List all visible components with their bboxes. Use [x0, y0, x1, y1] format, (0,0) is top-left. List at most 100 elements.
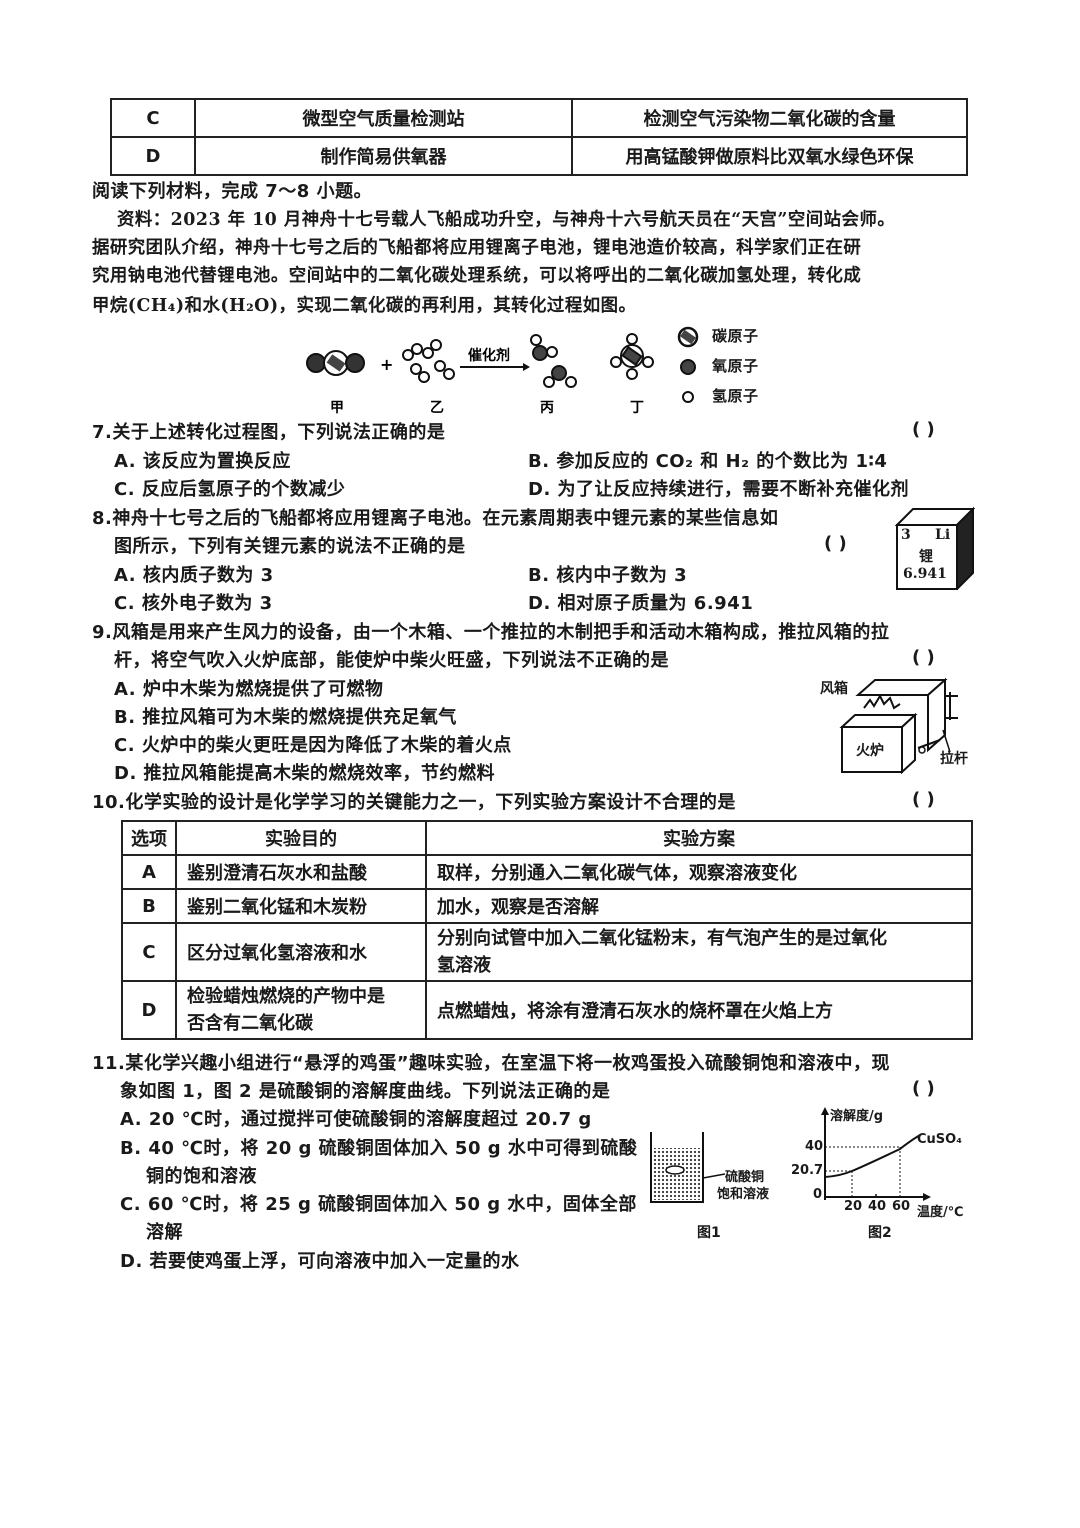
lithium-element-card: 3 Li 锂 6.941 [894, 505, 976, 592]
row-purpose: 鉴别澄清石灰水和盐酸 [175, 854, 427, 890]
q11-option-b-cont: 铜的饱和溶液 [146, 1166, 257, 1187]
row-option: A [121, 854, 177, 890]
reading-line: 甲烷(CH₄)和水(H₂O)，实现二氧化碳的再利用，其转化过程如图。 [92, 296, 637, 316]
label-yi: 乙 [430, 400, 444, 416]
bellows-furnace-drawing [839, 677, 958, 775]
y-tick-20-7: 20.7 [791, 1163, 824, 1178]
y-tick-0: 0 [813, 1187, 823, 1202]
reaction-diagram: + 催化剂 [290, 320, 780, 420]
egg-icon [665, 1165, 685, 1175]
q11-option-c: C. 60 ℃时，将 25 g 硫酸铜固体加入 50 g 水中，固体全部 [120, 1194, 637, 1215]
q8-option-c: C. 核外电子数为 3 [114, 593, 273, 614]
y-axis-label: 溶解度/g [830, 1109, 884, 1124]
q11-option-a: A. 20 ℃时，通过搅拌可使硫酸铜的溶解度超过 20.7 g [120, 1109, 592, 1130]
q8-option-b: B. 核内中子数为 3 [528, 565, 688, 586]
reading-intro: 阅读下列材料，完成 7～8 小题。 [92, 181, 373, 202]
top-table: C 微型空气质量检测站 检测空气污染物二氧化碳的含量 D 制作简易供氧器 用高锰… [110, 98, 968, 176]
q10-stem: 10.化学实验的设计是化学学习的关键能力之一，下列实验方案设计不合理的是 [92, 792, 736, 813]
x-tick-20: 20 [844, 1199, 863, 1214]
row-plan: 点燃蜡烛，将涂有澄清石灰水的烧杯罩在火焰上方 [425, 980, 973, 1040]
experiment-table: 选项 实验目的 实验方案 A 鉴别澄清石灰水和盐酸 取样，分别通入二氧化碳气体，… [121, 820, 973, 1040]
q9-option-d: D. 推拉风箱能提高木柴的燃烧效率，节约燃料 [114, 763, 496, 784]
legend-oxygen: 氧原子 [712, 357, 759, 375]
svg-text:+: + [380, 355, 393, 374]
figure2-solubility-chart: 溶解度/g CuSO₄ 40 20.7 0 20 40 60 温度/℃ 图2 [780, 1105, 990, 1245]
co2-molecule [306, 350, 365, 376]
catalyst-label: 催化剂 [468, 347, 510, 364]
row-plan: 分别向试管中加入二氧化锰粉末，有气泡产生的是过氧化氢溶液 [425, 922, 973, 982]
x-tick-40: 40 [868, 1199, 887, 1214]
option-cell: D [110, 136, 196, 176]
header-plan: 实验方案 [425, 820, 973, 856]
table-row: A 鉴别澄清石灰水和盐酸 取样，分别通入二氧化碳气体，观察溶液变化 [121, 854, 973, 890]
figure1-caption: 图1 [697, 1225, 721, 1241]
q11-option-b: B. 40 ℃时，将 20 g 硫酸铜固体加入 50 g 水中可得到硫酸 [120, 1138, 638, 1159]
h2-molecules [402, 339, 455, 383]
reading-line: 究用钠电池代替锂电池。空间站中的二氧化碳处理系统，可以将呼出的二氧化碳加氢处理，… [92, 266, 862, 286]
q8-option-a: A. 核内质子数为 3 [114, 565, 274, 586]
hydrogen-atom-icon [682, 391, 694, 403]
q7-stem: 7.关于上述转化过程图，下列说法正确的是 [92, 422, 446, 443]
q11-answer-blank[interactable]: ( ) [912, 1078, 935, 1099]
q10-answer-blank[interactable]: ( ) [912, 789, 935, 810]
solubility-curve [821, 1107, 931, 1201]
row-plan: 加水，观察是否溶解 [425, 888, 973, 924]
q8-stem: 8.神舟十七号之后的飞船都将应用锂离子电池。在元素周期表中锂元素的某些信息如 [92, 508, 779, 529]
row-purpose: 检验蜡烛燃烧的产物中是否含有二氧化碳 [175, 980, 427, 1040]
header-option: 选项 [121, 820, 177, 856]
q11-option-c-cont: 溶解 [146, 1222, 183, 1243]
q7-option-b: B. 参加反应的 CO₂ 和 H₂ 的个数比为 1∶4 [528, 451, 888, 472]
bellows-figure: 风箱 火炉 拉杆 [800, 670, 990, 780]
cuso4-curve [824, 1134, 921, 1178]
figure1-beaker: 硫酸铜 饱和溶液 图1 [645, 1130, 795, 1250]
legend-carbon: 碳原子 [712, 327, 759, 345]
q7-option-a: A. 该反应为置换反应 [114, 451, 291, 472]
q7-option-c: C. 反应后氢原子的个数减少 [114, 479, 346, 500]
q11-stem-line2: 象如图 1，图 2 是硫酸铜的溶解度曲线。下列说法正确的是 [120, 1081, 611, 1102]
label-jia: 甲 [330, 400, 344, 416]
table-row: C 区分过氧化氢溶液和水 分别向试管中加入二氧化锰粉末，有气泡产生的是过氧化氢溶… [121, 922, 973, 982]
figure2-caption: 图2 [868, 1225, 892, 1241]
note-cell: 检测空气污染物二氧化碳的含量 [571, 98, 968, 138]
ch4-molecule [610, 333, 654, 380]
solution-label-2: 饱和溶液 [717, 1187, 770, 1202]
rod-label: 拉杆 [940, 751, 968, 767]
option-cell: C [110, 98, 196, 138]
q8-answer-blank[interactable]: ( ) [824, 533, 847, 554]
atomic-number: 3 [901, 527, 911, 543]
beaker-drawing [650, 1132, 726, 1203]
header-purpose: 实验目的 [175, 820, 427, 856]
q8-stem-line2: 图所示，下列有关锂元素的说法不正确的是 [114, 536, 466, 557]
furnace-label: 火炉 [856, 743, 884, 759]
row-purpose: 区分过氧化氢溶液和水 [175, 922, 427, 982]
element-name: 锂 [919, 549, 933, 565]
series-label: CuSO₄ [917, 1132, 962, 1147]
q7-option-d: D. 为了让反应持续进行，需要不断补充催化剂 [528, 479, 910, 500]
q9-option-a: A. 炉中木柴为燃烧提供了可燃物 [114, 679, 384, 700]
element-symbol: Li [935, 527, 951, 543]
q11-stem: 11.某化学兴趣小组进行“悬浮的鸡蛋”趣味实验，在室温下将一枚鸡蛋投入硫酸铜饱和… [92, 1053, 891, 1074]
bellows-label: 风箱 [820, 681, 848, 697]
q9-option-b: B. 推拉风箱可为木柴的燃烧提供充足氧气 [114, 707, 457, 728]
q7-answer-blank[interactable]: ( ) [912, 419, 935, 440]
reading-line: 据研究团队介绍，神舟十七号之后的飞船都将应用锂离子电池，锂电池造价较高，科学家们… [92, 238, 862, 258]
row-plan: 取样，分别通入二氧化碳气体，观察溶液变化 [425, 854, 973, 890]
atomic-mass: 6.941 [903, 566, 947, 582]
label-ding: 丁 [630, 400, 644, 416]
item-cell: 微型空气质量检测站 [194, 98, 573, 138]
label-bing: 丙 [540, 400, 554, 416]
q8-option-d: D. 相对原子质量为 6.941 [528, 593, 754, 614]
row-option: D [121, 980, 177, 1040]
q9-answer-blank[interactable]: ( ) [912, 647, 935, 668]
row-purpose: 鉴别二氧化锰和木炭粉 [175, 888, 427, 924]
solution-label: 硫酸铜 [725, 1170, 765, 1185]
h2o-molecules [530, 334, 577, 388]
y-tick-40: 40 [805, 1139, 824, 1154]
row-option: C [121, 922, 177, 982]
table-row: D 检验蜡烛燃烧的产物中是否含有二氧化碳 点燃蜡烛，将涂有澄清石灰水的烧杯罩在火… [121, 980, 973, 1040]
table-row: B 鉴别二氧化锰和木炭粉 加水，观察是否溶解 [121, 888, 973, 924]
q9-stem: 9.风箱是用来产生风力的设备，由一个木箱、一个推拉的木制把手和活动木箱构成，推拉… [92, 622, 890, 643]
note-cell: 用高锰酸钾做原料比双氧水绿色环保 [571, 136, 968, 176]
molecule-diagram: + 催化剂 [306, 326, 699, 416]
q9-option-c: C. 火炉中的柴火更旺是因为降低了木柴的着火点 [114, 735, 512, 756]
